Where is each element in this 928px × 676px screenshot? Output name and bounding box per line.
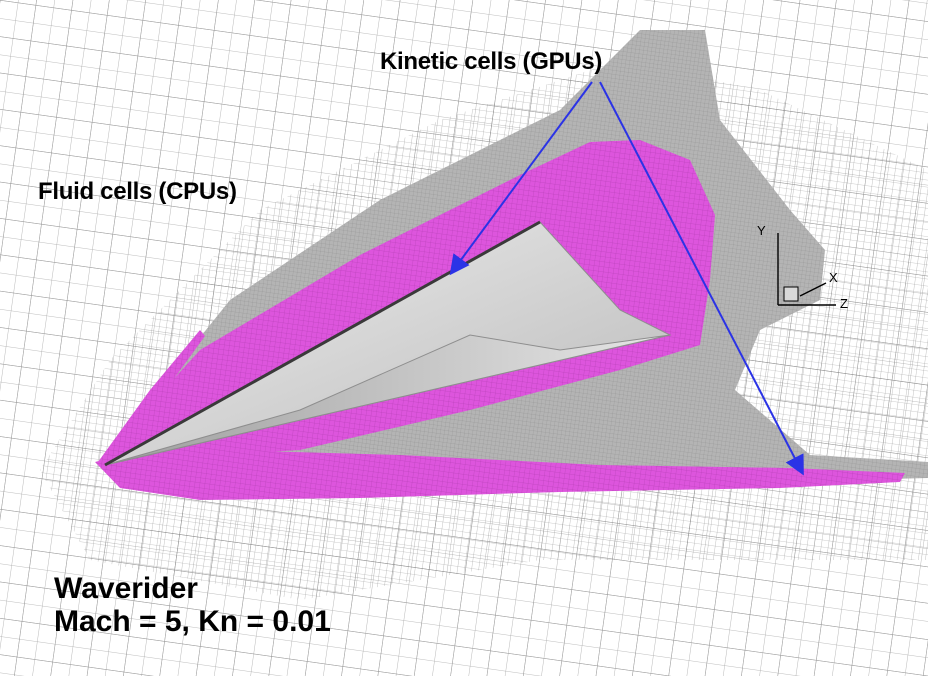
- arrow-to-lower-kinetic: [599, 81, 804, 476]
- kinetic-cells-label: Kinetic cells (GPUs): [380, 48, 603, 75]
- kinetic-leading-streak: [98, 330, 205, 462]
- axis-label-x: X: [829, 270, 838, 285]
- kinetic-region-lower: [95, 448, 905, 500]
- axis-label-y: Y: [757, 223, 766, 238]
- axis-label-z: Z: [840, 296, 848, 311]
- caption-title: Waverider: [54, 572, 198, 605]
- fluid-cells-label: Fluid cells (CPUs): [38, 178, 237, 205]
- caption-params: Mach = 5, Kn = 0.01: [54, 605, 331, 638]
- axis-triad: [777, 233, 836, 306]
- waverider-body-side: [104, 334, 671, 466]
- arrow-to-upper-kinetic: [449, 81, 593, 276]
